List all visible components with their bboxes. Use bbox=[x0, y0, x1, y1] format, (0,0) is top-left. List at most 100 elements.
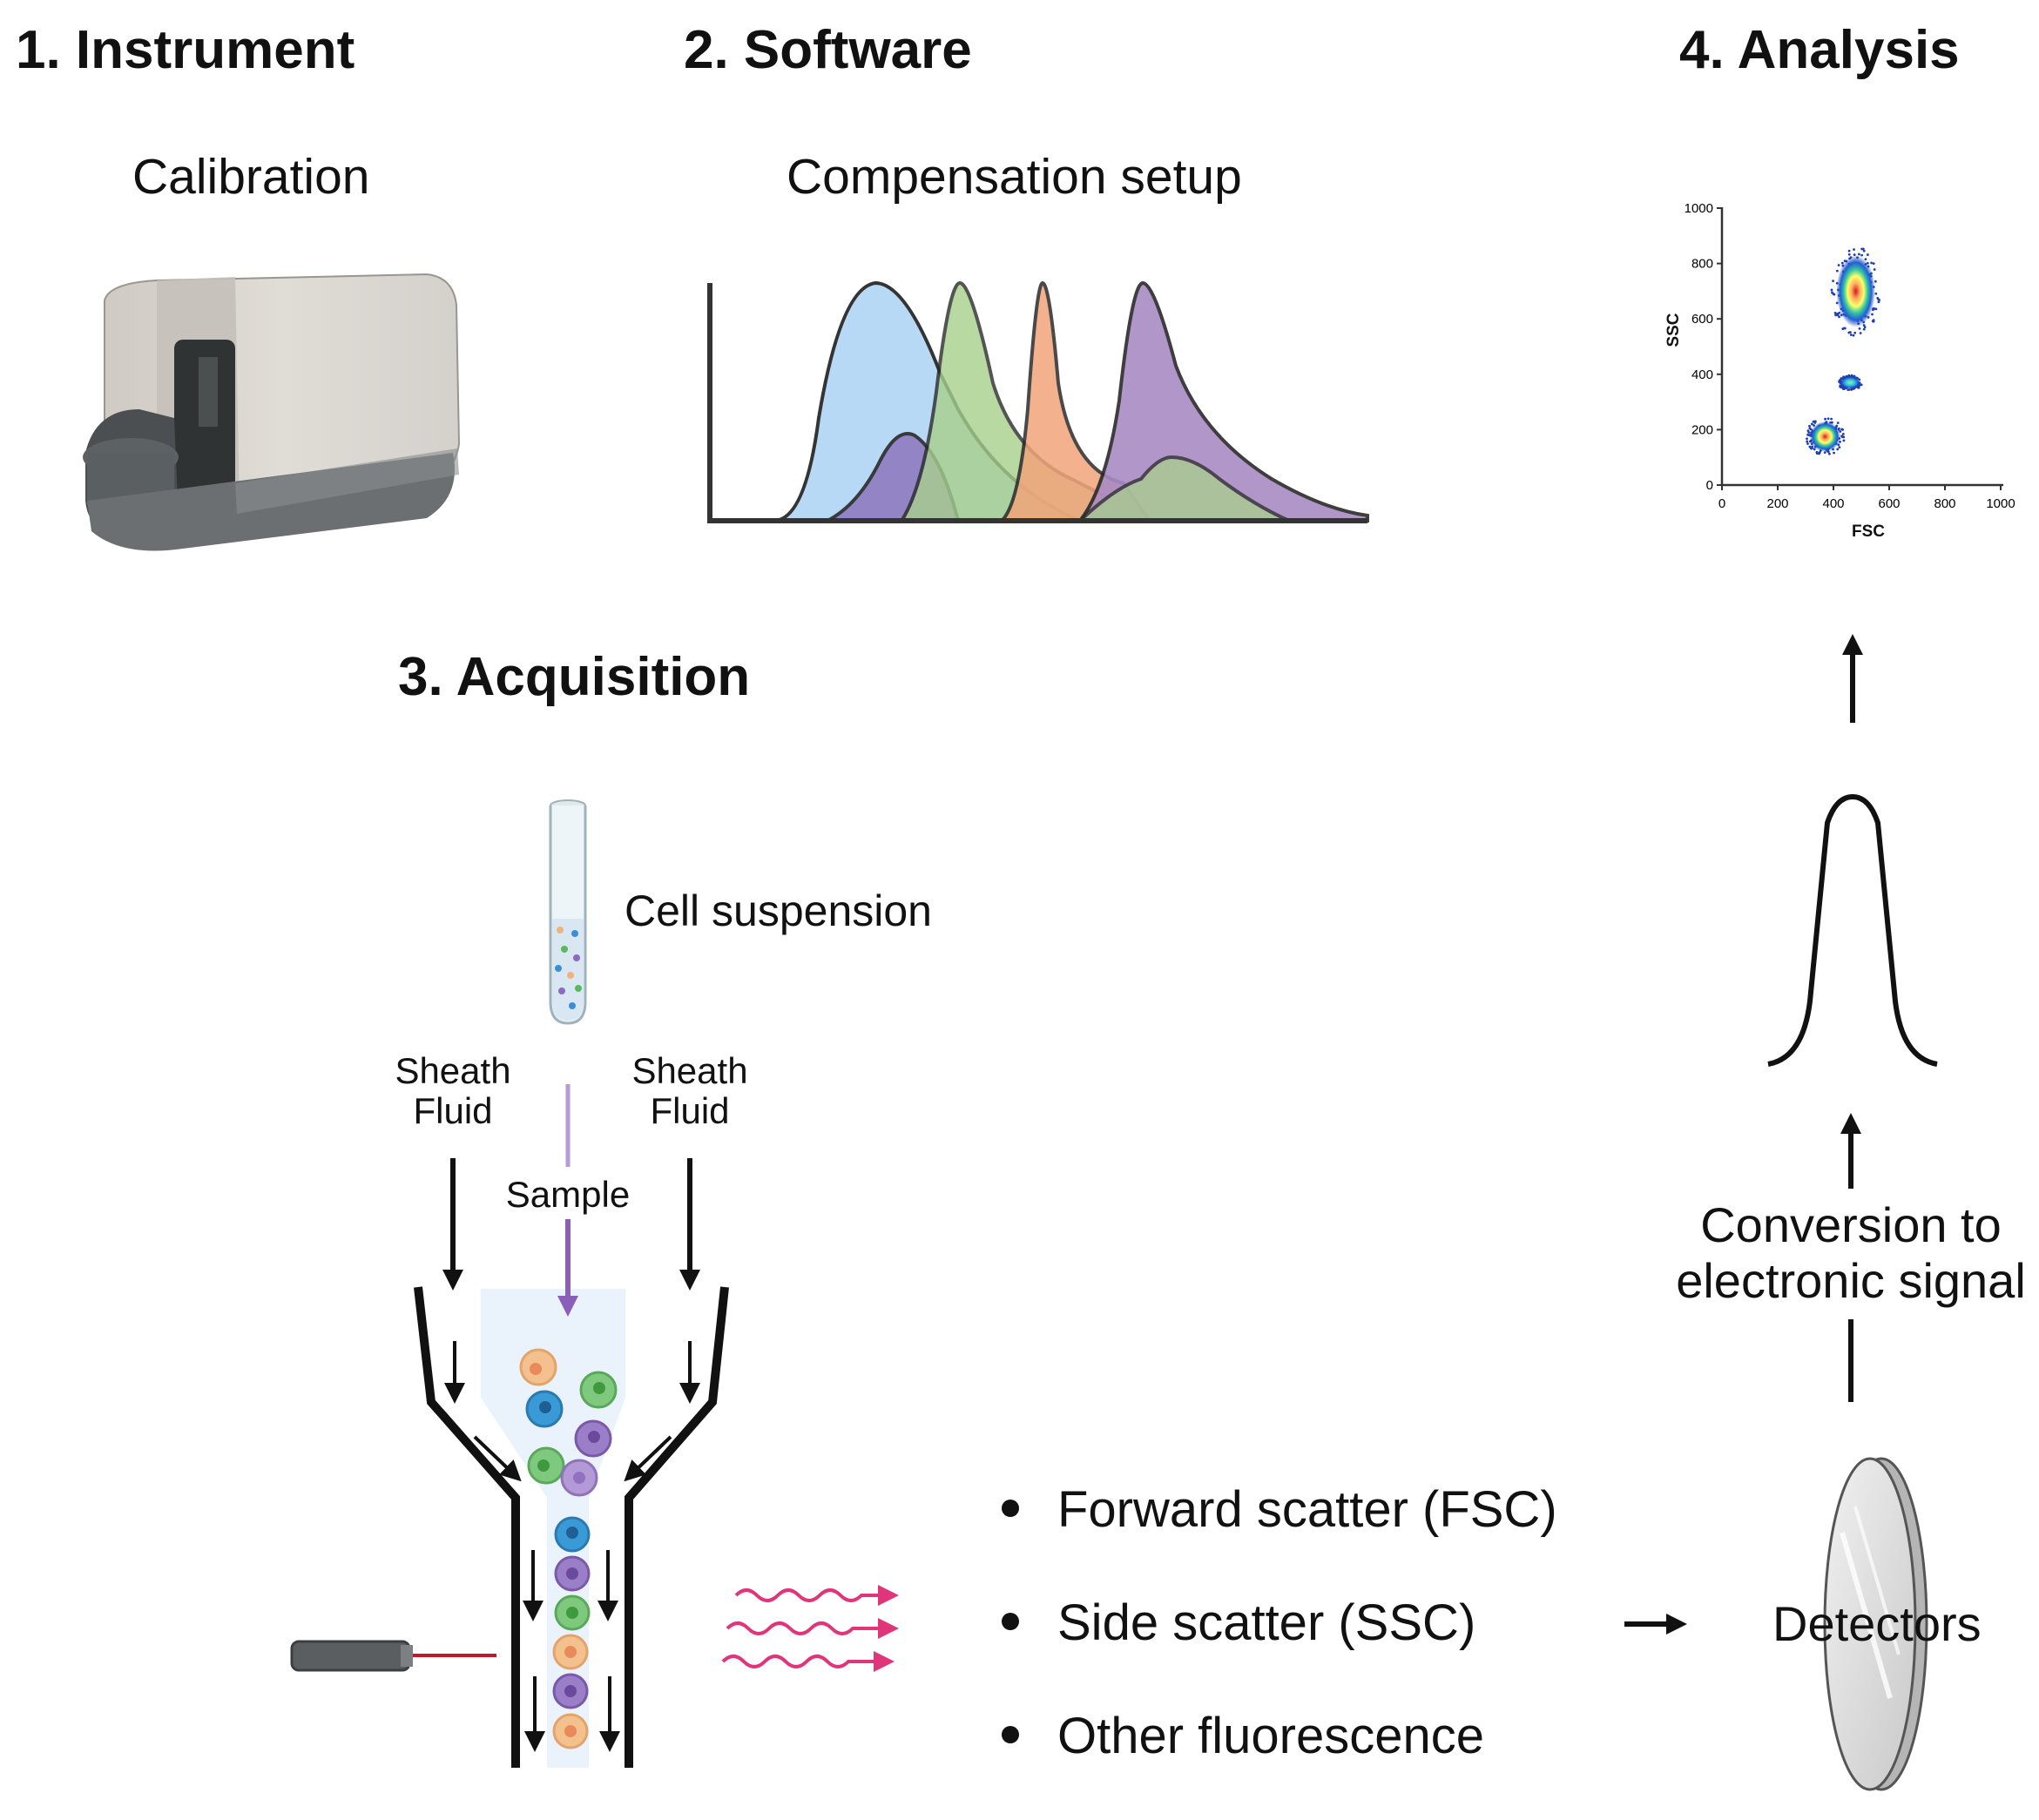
scatter-point bbox=[1830, 417, 1833, 421]
scatter-point bbox=[1843, 327, 1847, 330]
list-item-text: Other fluorescence bbox=[1057, 1708, 1485, 1764]
y-tick-label: 0 bbox=[1706, 478, 1713, 493]
scatter-point bbox=[1831, 291, 1833, 294]
list-item: Side scatter (SSC) bbox=[1002, 1594, 1557, 1707]
scatter-population bbox=[1840, 376, 1860, 389]
scatter-point bbox=[1808, 445, 1812, 448]
list-item-text: Forward scatter (FSC) bbox=[1057, 1481, 1557, 1538]
software-heading: 2. Software bbox=[684, 20, 972, 80]
scatter-point bbox=[1863, 326, 1867, 329]
sheath-right-line1: Sheath bbox=[631, 1050, 748, 1091]
scatter-point bbox=[1838, 311, 1841, 314]
laser bbox=[290, 1640, 496, 1672]
calibration-subtitle: Calibration bbox=[132, 149, 370, 205]
y-tick-label: 200 bbox=[1691, 422, 1713, 437]
signal-peak-curve bbox=[1767, 793, 1938, 1067]
instrument-heading: 1. Instrument bbox=[16, 20, 355, 80]
scatter-point bbox=[1842, 435, 1846, 439]
bullet-dot bbox=[1002, 1725, 1019, 1743]
sheath-left-line2: Fluid bbox=[413, 1090, 493, 1131]
analysis-heading: 4. Analysis bbox=[1679, 20, 1960, 80]
scatter-point bbox=[1836, 448, 1840, 451]
list-item: Other fluorescence bbox=[1002, 1707, 1557, 1820]
scatter-point bbox=[1826, 417, 1830, 421]
x-tick-label: 800 bbox=[1934, 496, 1955, 511]
scatter-population bbox=[1809, 421, 1840, 452]
scatter-point bbox=[1872, 319, 1875, 322]
scatter-point bbox=[1840, 261, 1844, 265]
scatter-point bbox=[1832, 280, 1834, 283]
scatter-point bbox=[1840, 435, 1843, 437]
scatter-point bbox=[1849, 334, 1853, 336]
scatter-x-label: FSC bbox=[1852, 522, 1885, 541]
list-item: Forward scatter (FSC) bbox=[1002, 1480, 1557, 1594]
scatter-point bbox=[1858, 327, 1861, 330]
scatter-point bbox=[1878, 299, 1881, 301]
signal-path bbox=[1624, 634, 1938, 1635]
y-tick-label: 1000 bbox=[1685, 201, 1713, 216]
conversion-line2: electronic signal bbox=[1676, 1253, 2026, 1308]
scatter-point bbox=[1852, 334, 1855, 337]
scatter-point bbox=[1871, 313, 1874, 316]
scatter-point bbox=[1808, 424, 1811, 428]
scatter-point bbox=[1858, 253, 1860, 256]
scatter-point bbox=[1806, 442, 1809, 445]
y-tick-label: 400 bbox=[1691, 367, 1713, 382]
sheath-left-line1: Sheath bbox=[395, 1050, 511, 1091]
scatter-point bbox=[1866, 253, 1869, 256]
sample-label: Sample bbox=[498, 1175, 638, 1215]
scatter-point bbox=[1841, 432, 1845, 435]
scatter-point bbox=[1833, 311, 1837, 314]
scatter-point bbox=[1836, 421, 1840, 425]
scatter-point bbox=[1859, 332, 1862, 334]
scatter-point bbox=[1806, 437, 1808, 441]
scatter-point bbox=[1841, 388, 1845, 390]
cells bbox=[519, 1348, 618, 1749]
scatter-point bbox=[1828, 452, 1831, 455]
compensation-subtitle: Compensation setup bbox=[787, 149, 1242, 205]
scatter-point bbox=[1810, 447, 1813, 450]
x-tick-label: 400 bbox=[1822, 496, 1844, 511]
scatter-point bbox=[1853, 248, 1855, 251]
x-tick-label: 0 bbox=[1718, 496, 1725, 511]
scatter-point bbox=[1813, 448, 1816, 451]
y-tick-label: 800 bbox=[1691, 257, 1713, 272]
cell-suspension-label: Cell suspension bbox=[625, 886, 932, 935]
sheath-fluid-left-label: Sheath Fluid bbox=[383, 1051, 523, 1131]
scatter-population bbox=[1836, 255, 1876, 327]
scatter-point bbox=[1810, 422, 1813, 426]
scatter-point bbox=[1824, 417, 1826, 421]
bullet-dot bbox=[1002, 1499, 1019, 1517]
scatter-point bbox=[1860, 247, 1864, 251]
scatter-point bbox=[1835, 269, 1839, 273]
scatter-point bbox=[1847, 249, 1851, 253]
conversion-label: Conversion to electronic signal bbox=[1664, 1197, 2038, 1309]
scatter-point bbox=[1876, 297, 1880, 300]
flow-chamber bbox=[414, 1084, 729, 1768]
scatter-point bbox=[1812, 420, 1815, 423]
scatter-point bbox=[1838, 315, 1840, 319]
scatter-point bbox=[1836, 313, 1840, 317]
list-item-text: Side scatter (SSC) bbox=[1057, 1594, 1476, 1651]
scatter-point bbox=[1837, 264, 1840, 266]
scatter-point bbox=[1823, 451, 1826, 455]
scatter-point bbox=[1860, 253, 1864, 257]
x-tick-label: 600 bbox=[1878, 496, 1900, 511]
scatter-point bbox=[1807, 431, 1811, 434]
scatter-point bbox=[1862, 249, 1866, 253]
sheath-fluid-right-label: Sheath Fluid bbox=[620, 1051, 760, 1131]
compensation-histogram bbox=[707, 280, 1369, 523]
scatter-point bbox=[1853, 331, 1857, 334]
scatter-point bbox=[1842, 439, 1846, 442]
scatter-point bbox=[1818, 451, 1821, 455]
scatter-point bbox=[1830, 288, 1833, 292]
detector-lens bbox=[1823, 1457, 1928, 1791]
scatter-point bbox=[1847, 253, 1851, 256]
scatter-point bbox=[1874, 292, 1878, 295]
scatter-point bbox=[1834, 313, 1838, 317]
scatter-point bbox=[1839, 379, 1842, 381]
scatter-point bbox=[1877, 300, 1880, 304]
scatter-point bbox=[1874, 307, 1878, 311]
scatter-point bbox=[1862, 327, 1866, 331]
